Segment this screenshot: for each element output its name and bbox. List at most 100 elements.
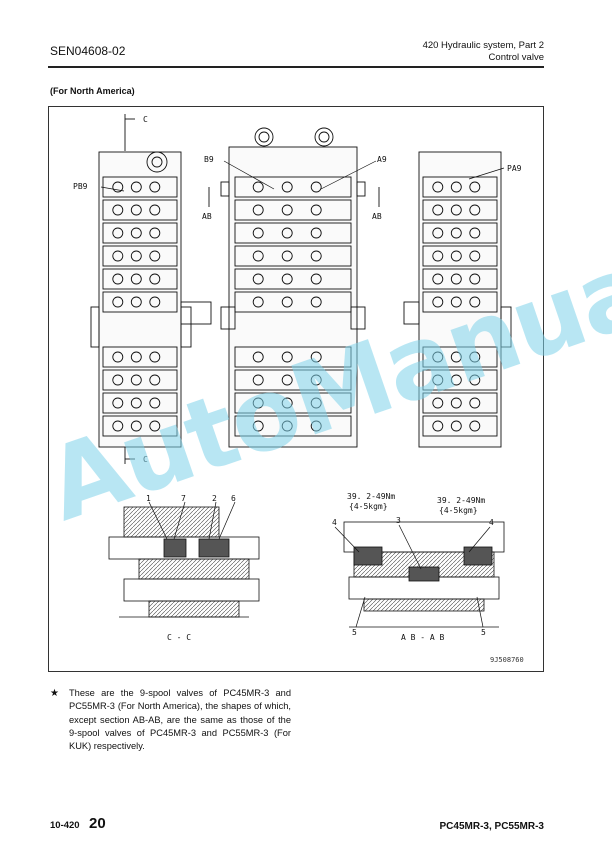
valve-port bbox=[310, 227, 322, 239]
valve-port bbox=[130, 351, 142, 363]
valve-port bbox=[130, 420, 142, 432]
document-code: SEN04608-02 bbox=[50, 44, 126, 58]
valve-spool-section bbox=[102, 346, 178, 368]
valve-port bbox=[130, 296, 142, 308]
valve-port bbox=[130, 397, 142, 409]
valve-port bbox=[149, 397, 161, 409]
callout-3: 3 bbox=[396, 516, 401, 525]
valve-port bbox=[450, 374, 462, 386]
valve-port bbox=[310, 397, 322, 409]
valve-port bbox=[112, 204, 124, 216]
valve-spool-section bbox=[422, 392, 498, 414]
callout-torque-left-1: 39. 2-49Nm bbox=[347, 492, 395, 501]
page-number: 20 bbox=[89, 815, 106, 832]
callout-torque-right-2: {4-5kgm} bbox=[439, 506, 478, 515]
valve-port bbox=[432, 351, 444, 363]
valve-port bbox=[149, 181, 161, 193]
valve-port bbox=[252, 227, 264, 239]
valve-port bbox=[130, 273, 142, 285]
valve-port bbox=[450, 204, 462, 216]
callout-4-right: 4 bbox=[489, 518, 494, 527]
valve-port bbox=[281, 397, 293, 409]
valve-port bbox=[469, 374, 481, 386]
valve-port bbox=[281, 227, 293, 239]
valve-port bbox=[281, 374, 293, 386]
valve-port bbox=[112, 420, 124, 432]
right-valve-view bbox=[403, 151, 512, 448]
header-rule bbox=[48, 66, 544, 68]
valve-port bbox=[112, 181, 124, 193]
valve-spool-section bbox=[234, 268, 352, 290]
valve-port bbox=[130, 250, 142, 262]
valve-port bbox=[469, 273, 481, 285]
callout-7: 7 bbox=[181, 494, 186, 503]
section-c-c-drawing bbox=[108, 506, 260, 618]
valve-port bbox=[432, 227, 444, 239]
valve-port bbox=[112, 250, 124, 262]
valve-port bbox=[469, 227, 481, 239]
valve-port bbox=[130, 181, 142, 193]
valve-spool-section bbox=[102, 245, 178, 267]
model-name: PC45MR-3, PC55MR-3 bbox=[439, 821, 544, 832]
valve-port bbox=[310, 420, 322, 432]
valve-port bbox=[432, 420, 444, 432]
valve-port bbox=[252, 204, 264, 216]
valve-port bbox=[252, 296, 264, 308]
valve-port bbox=[450, 227, 462, 239]
valve-port bbox=[149, 250, 161, 262]
valve-port bbox=[252, 250, 264, 262]
valve-spool-section bbox=[234, 392, 352, 414]
valve-spool-section bbox=[234, 222, 352, 244]
section-ab-ab-drawing bbox=[343, 521, 505, 628]
valve-spool-section bbox=[422, 199, 498, 221]
valve-port bbox=[469, 351, 481, 363]
valve-port bbox=[469, 397, 481, 409]
section-title: 420 Hydraulic system, Part 2 bbox=[422, 40, 544, 51]
callout-5-right: 5 bbox=[481, 628, 486, 637]
valve-spool-section bbox=[234, 346, 352, 368]
valve-spool-section bbox=[234, 291, 352, 313]
valve-port bbox=[281, 250, 293, 262]
valve-port bbox=[252, 374, 264, 386]
valve-port bbox=[149, 420, 161, 432]
valve-port bbox=[252, 397, 264, 409]
valve-port bbox=[310, 204, 322, 216]
section-label-ab-ab: A B - A B bbox=[401, 633, 445, 642]
valve-port bbox=[469, 296, 481, 308]
note-text: These are the 9-spool valves of PC45MR-3… bbox=[69, 688, 291, 752]
control-valve-drawing: C C B9 A9 PB9 PA9 AB AB 1 7 2 6 39. 2-49… bbox=[73, 114, 522, 642]
valve-port bbox=[149, 227, 161, 239]
valve-port bbox=[112, 397, 124, 409]
valve-port bbox=[450, 397, 462, 409]
valve-port bbox=[450, 273, 462, 285]
valve-port bbox=[281, 420, 293, 432]
valve-port bbox=[432, 250, 444, 262]
callout-torque-left-2: {4-5kgm} bbox=[349, 502, 388, 511]
valve-port bbox=[130, 204, 142, 216]
valve-spool-section bbox=[102, 369, 178, 391]
callout-ab-right: AB bbox=[372, 212, 382, 221]
valve-spool-section bbox=[234, 245, 352, 267]
figure-frame bbox=[48, 106, 544, 672]
valve-port bbox=[432, 273, 444, 285]
callout-5-left: 5 bbox=[352, 628, 357, 637]
valve-port bbox=[432, 181, 444, 193]
valve-spool-section bbox=[102, 222, 178, 244]
valve-port bbox=[252, 420, 264, 432]
callout-torque-right-1: 39. 2-49Nm bbox=[437, 496, 485, 505]
valve-spool-section bbox=[102, 268, 178, 290]
valve-port bbox=[281, 181, 293, 193]
callout-a9: A9 bbox=[377, 155, 387, 164]
valve-port bbox=[469, 420, 481, 432]
valve-port bbox=[310, 250, 322, 262]
callout-1: 1 bbox=[146, 494, 151, 503]
callout-pb9: PB9 bbox=[73, 182, 88, 191]
valve-port bbox=[310, 181, 322, 193]
valve-port bbox=[252, 351, 264, 363]
valve-port bbox=[252, 181, 264, 193]
valve-port bbox=[469, 204, 481, 216]
valve-port bbox=[450, 351, 462, 363]
valve-port bbox=[112, 273, 124, 285]
valve-spool-section bbox=[102, 199, 178, 221]
valve-port bbox=[281, 204, 293, 216]
